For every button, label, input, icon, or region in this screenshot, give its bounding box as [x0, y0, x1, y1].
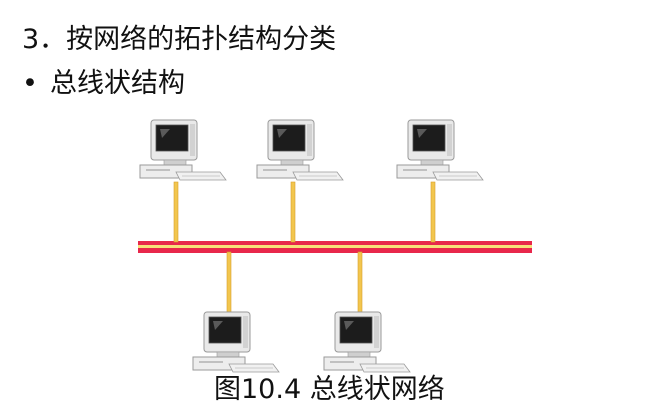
bullet-marker: •: [22, 68, 38, 99]
desktop-computer-icon: [256, 119, 344, 181]
bus-cable: [138, 241, 532, 253]
slide-heading: 3．按网络的拓扑结构分类: [22, 24, 337, 55]
desktop-computer-icon: [323, 311, 411, 373]
desktop-computer-icon: [139, 119, 227, 181]
desktop-computer-icon: [396, 119, 484, 181]
figure-caption: 图10.4 总线状网络: [214, 374, 445, 405]
bullet-item: • 总线状结构: [22, 66, 185, 102]
desktop-computer-icon: [192, 311, 280, 373]
bullet-text: 总线状结构: [50, 68, 185, 99]
